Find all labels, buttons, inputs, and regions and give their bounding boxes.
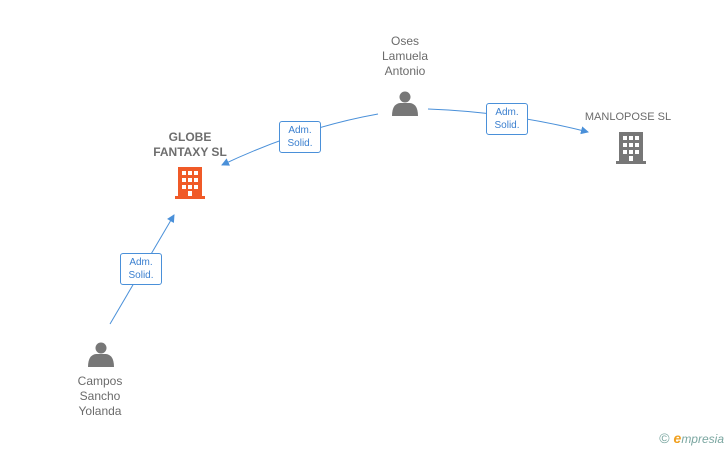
person-icon[interactable] (392, 91, 418, 117)
brand-logo-text: mpresia (681, 432, 724, 446)
brand-footer: ©empresia (659, 430, 724, 446)
edge-label-line: Solid. (494, 120, 520, 131)
edge-label-line: Solid. (128, 270, 154, 281)
node-label-manlopose[interactable]: MANLOPOSE SL (584, 111, 672, 123)
edge-label-line: Solid. (287, 138, 313, 149)
copyright-symbol: © (659, 430, 670, 446)
edge-label-line: Adm. (129, 257, 153, 268)
edge-label-line: Adm. (495, 107, 519, 118)
node-label-globe-fantaxy[interactable]: GLOBE FANTAXY SL (153, 130, 227, 159)
person-icon[interactable] (88, 342, 114, 368)
node-label-oses[interactable]: Oses Lamuela Antonio (381, 34, 429, 78)
edge-label-line: Adm. (288, 125, 312, 136)
building-icon[interactable] (616, 132, 646, 164)
building-icon[interactable] (175, 167, 205, 199)
node-label-campos[interactable]: Campos Sancho Yolanda (77, 374, 123, 418)
edge-label-oses-manlopose[interactable]: Adm. Solid. (486, 103, 528, 135)
brand-logo-initial: e (673, 430, 682, 446)
edge-label-campos-globe[interactable]: Adm. Solid. (120, 253, 162, 285)
edge-label-oses-globe[interactable]: Adm. Solid. (279, 121, 321, 153)
